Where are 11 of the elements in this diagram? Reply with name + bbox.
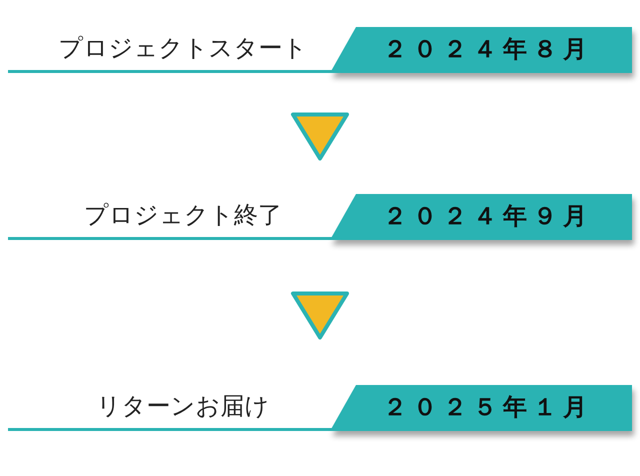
timeline-bar — [8, 194, 632, 240]
step-title: リターンお届け — [96, 391, 270, 421]
step-title: プロジェクト終了 — [83, 200, 283, 230]
date-label: ２０２４年８月 — [382, 34, 594, 64]
down-arrow — [291, 112, 349, 160]
step-title: プロジェクトスタート — [58, 33, 308, 63]
date-label: ２０２４年９月 — [382, 201, 594, 231]
date-label: ２０２５年１月 — [382, 392, 594, 422]
timeline-bar — [8, 27, 632, 73]
timeline-bar — [8, 385, 632, 431]
down-arrow — [291, 292, 349, 340]
